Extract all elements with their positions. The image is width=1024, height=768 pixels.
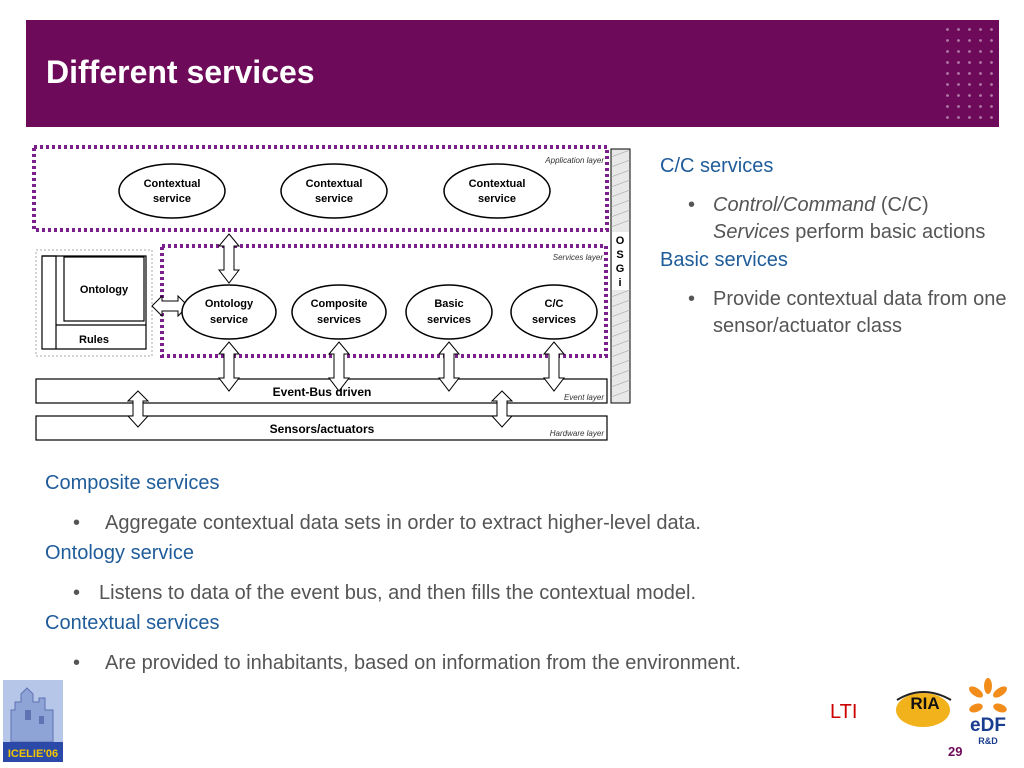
arrow-composite-to-bus	[327, 341, 351, 392]
bullet-dot: •	[688, 194, 696, 216]
arrow-bus-to-sensors-right	[490, 390, 514, 428]
arrow-ontology-to-bus	[217, 341, 241, 392]
application-layer-box	[32, 145, 609, 232]
cc-services-heading: C/C services	[660, 155, 774, 177]
osgi-bar: O S G i	[610, 148, 631, 404]
composite-services: Composite services	[291, 284, 387, 340]
rules-box-label: Rules	[79, 334, 109, 346]
slide-title: Different services	[46, 54, 315, 90]
ontology-bullet-text: Listens to data of the event bus, and th…	[99, 582, 697, 604]
composite-services-heading: Composite services	[45, 472, 220, 494]
ontology-service-line1: Ontology	[205, 298, 254, 310]
cc-bullet-part1: Control/Command	[713, 194, 876, 216]
arrow-bus-to-sensors-left	[126, 390, 150, 428]
cc-services-line1: C/C	[545, 298, 564, 310]
cc-bullet-part4: perform basic actions	[789, 221, 986, 243]
inria-logo-text: RIA	[910, 694, 939, 713]
icelie-logo: ICELIE'06	[3, 680, 63, 762]
osgi-letter-s: S	[616, 249, 623, 261]
basic-services-heading: Basic services	[660, 249, 788, 271]
basic-services-line2: services	[427, 314, 471, 326]
basic-services-bullet: • Provide contextual data from one senso…	[660, 286, 1010, 340]
edf-logo-text: eDF	[970, 715, 1006, 736]
contextual-bullet-text: Are provided to inhabitants, based on in…	[105, 652, 741, 674]
cc-services-line2: services	[532, 314, 576, 326]
page-number: 29	[948, 744, 963, 759]
arrow-contextual-to-ontology	[217, 233, 241, 284]
ontology-service-bullet: • Listens to data of the event bus, and …	[45, 580, 945, 607]
basic-services-line1: Basic	[434, 298, 463, 310]
sensors-label: Sensors/actuators	[270, 422, 375, 436]
cc-bullet-part3: Services	[713, 221, 790, 243]
application-layer-label: Application layer	[544, 156, 604, 165]
basic-services: Basic services	[405, 284, 493, 340]
basic-bullet-text: Provide contextual data from one sensor/…	[713, 288, 1007, 337]
arrow-cc-to-bus	[542, 341, 566, 392]
event-bus-label: Event-Bus driven	[273, 385, 372, 399]
inria-logo: RIA	[896, 691, 952, 727]
slide-header: Different services	[26, 20, 999, 127]
cc-services: C/C services	[510, 284, 598, 340]
contextual-service-1-line1: Contextual	[144, 178, 201, 190]
hardware-layer-label: Hardware layer	[550, 429, 605, 438]
ontology-box-label: Ontology	[80, 284, 129, 296]
osgi-letter-i: i	[618, 277, 621, 289]
contextual-service-3-line1: Contextual	[469, 178, 526, 190]
bullet-dot: •	[73, 582, 81, 604]
contextual-services-heading: Contextual services	[45, 612, 220, 634]
bullet-dot: •	[73, 512, 81, 534]
contextual-service-2-line2: service	[315, 193, 353, 205]
cc-bullet-part2: (C/C)	[875, 194, 929, 216]
lower-text: Composite services • Aggregate contextua…	[45, 472, 945, 677]
services-layer-label: Services layer	[553, 253, 604, 262]
contextual-service-2-line1: Contextual	[306, 178, 363, 190]
edf-logo: eDF R&D	[969, 678, 1007, 746]
composite-services-line2: services	[317, 314, 361, 326]
bullet-dot: •	[688, 288, 696, 310]
osgi-letter-o: O	[616, 235, 625, 247]
arrow-basic-to-bus	[437, 341, 461, 392]
ontology-service-line2: service	[210, 314, 248, 326]
contextual-service-3-line2: service	[478, 193, 516, 205]
right-column: C/C services • Control/Command (C/C) Ser…	[660, 155, 1010, 340]
contextual-service-1: Contextual service	[118, 163, 226, 219]
ontology-rules-box: Ontology Rules	[35, 249, 153, 357]
composite-bullet-text: Aggregate contextual data sets in order …	[105, 512, 701, 534]
lti-logo-text: LTI	[830, 701, 858, 723]
contextual-service-3: Contextual service	[443, 163, 551, 219]
ontology-service: Ontology service	[181, 284, 277, 340]
ontology-service-heading: Ontology service	[45, 542, 194, 564]
edf-rd-text: R&D	[978, 736, 998, 746]
contextual-service-1-line2: service	[153, 193, 191, 205]
event-layer-label: Event layer	[564, 393, 604, 402]
bullet-dot: •	[73, 652, 81, 674]
osgi-letter-g: G	[616, 263, 625, 275]
cc-services-bullet: • Control/Command (C/C) Services perform…	[660, 192, 1010, 246]
composite-services-line1: Composite	[311, 298, 368, 310]
header-dot-pattern	[939, 20, 999, 127]
contextual-service-2: Contextual service	[280, 163, 388, 219]
composite-services-bullet: • Aggregate contextual data sets in orde…	[45, 510, 945, 537]
icelie-logo-text: ICELIE'06	[8, 748, 58, 760]
contextual-services-bullet: • Are provided to inhabitants, based on …	[45, 650, 945, 677]
